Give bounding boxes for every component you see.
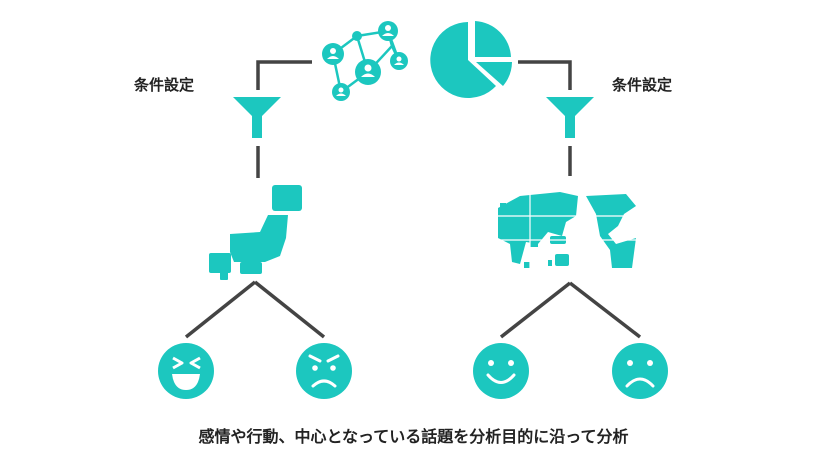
- right-bracket-line: [518, 60, 572, 90]
- japan-map-icon: [209, 185, 302, 280]
- left-bracket-line: [256, 60, 312, 90]
- left-tree-branch-2: [253, 280, 326, 339]
- sad-face-icon: [612, 343, 668, 399]
- world-map-grid-lines: [495, 188, 640, 272]
- condition-label-right: 条件設定: [612, 76, 673, 94]
- laughing-face-icon: [158, 343, 214, 399]
- right-tree-branch-1: [499, 281, 572, 339]
- smiling-face-icon: [473, 343, 529, 399]
- filter-funnel-icon-left: [233, 97, 281, 138]
- condition-label-left: 条件設定: [134, 76, 195, 94]
- social-network-icon: [322, 21, 408, 101]
- left-tree-branch-1: [184, 280, 257, 339]
- caption-text: 感情や行動、中心となっている話題を分析目的に沿って分析: [198, 427, 629, 446]
- pie-chart-icon: [430, 21, 512, 98]
- world-map-icon: [498, 192, 636, 268]
- connector-lines: [184, 60, 642, 339]
- right-tree-branch-2: [568, 281, 642, 339]
- angry-face-icon: [296, 343, 352, 399]
- filter-funnel-icon-right: [546, 97, 594, 138]
